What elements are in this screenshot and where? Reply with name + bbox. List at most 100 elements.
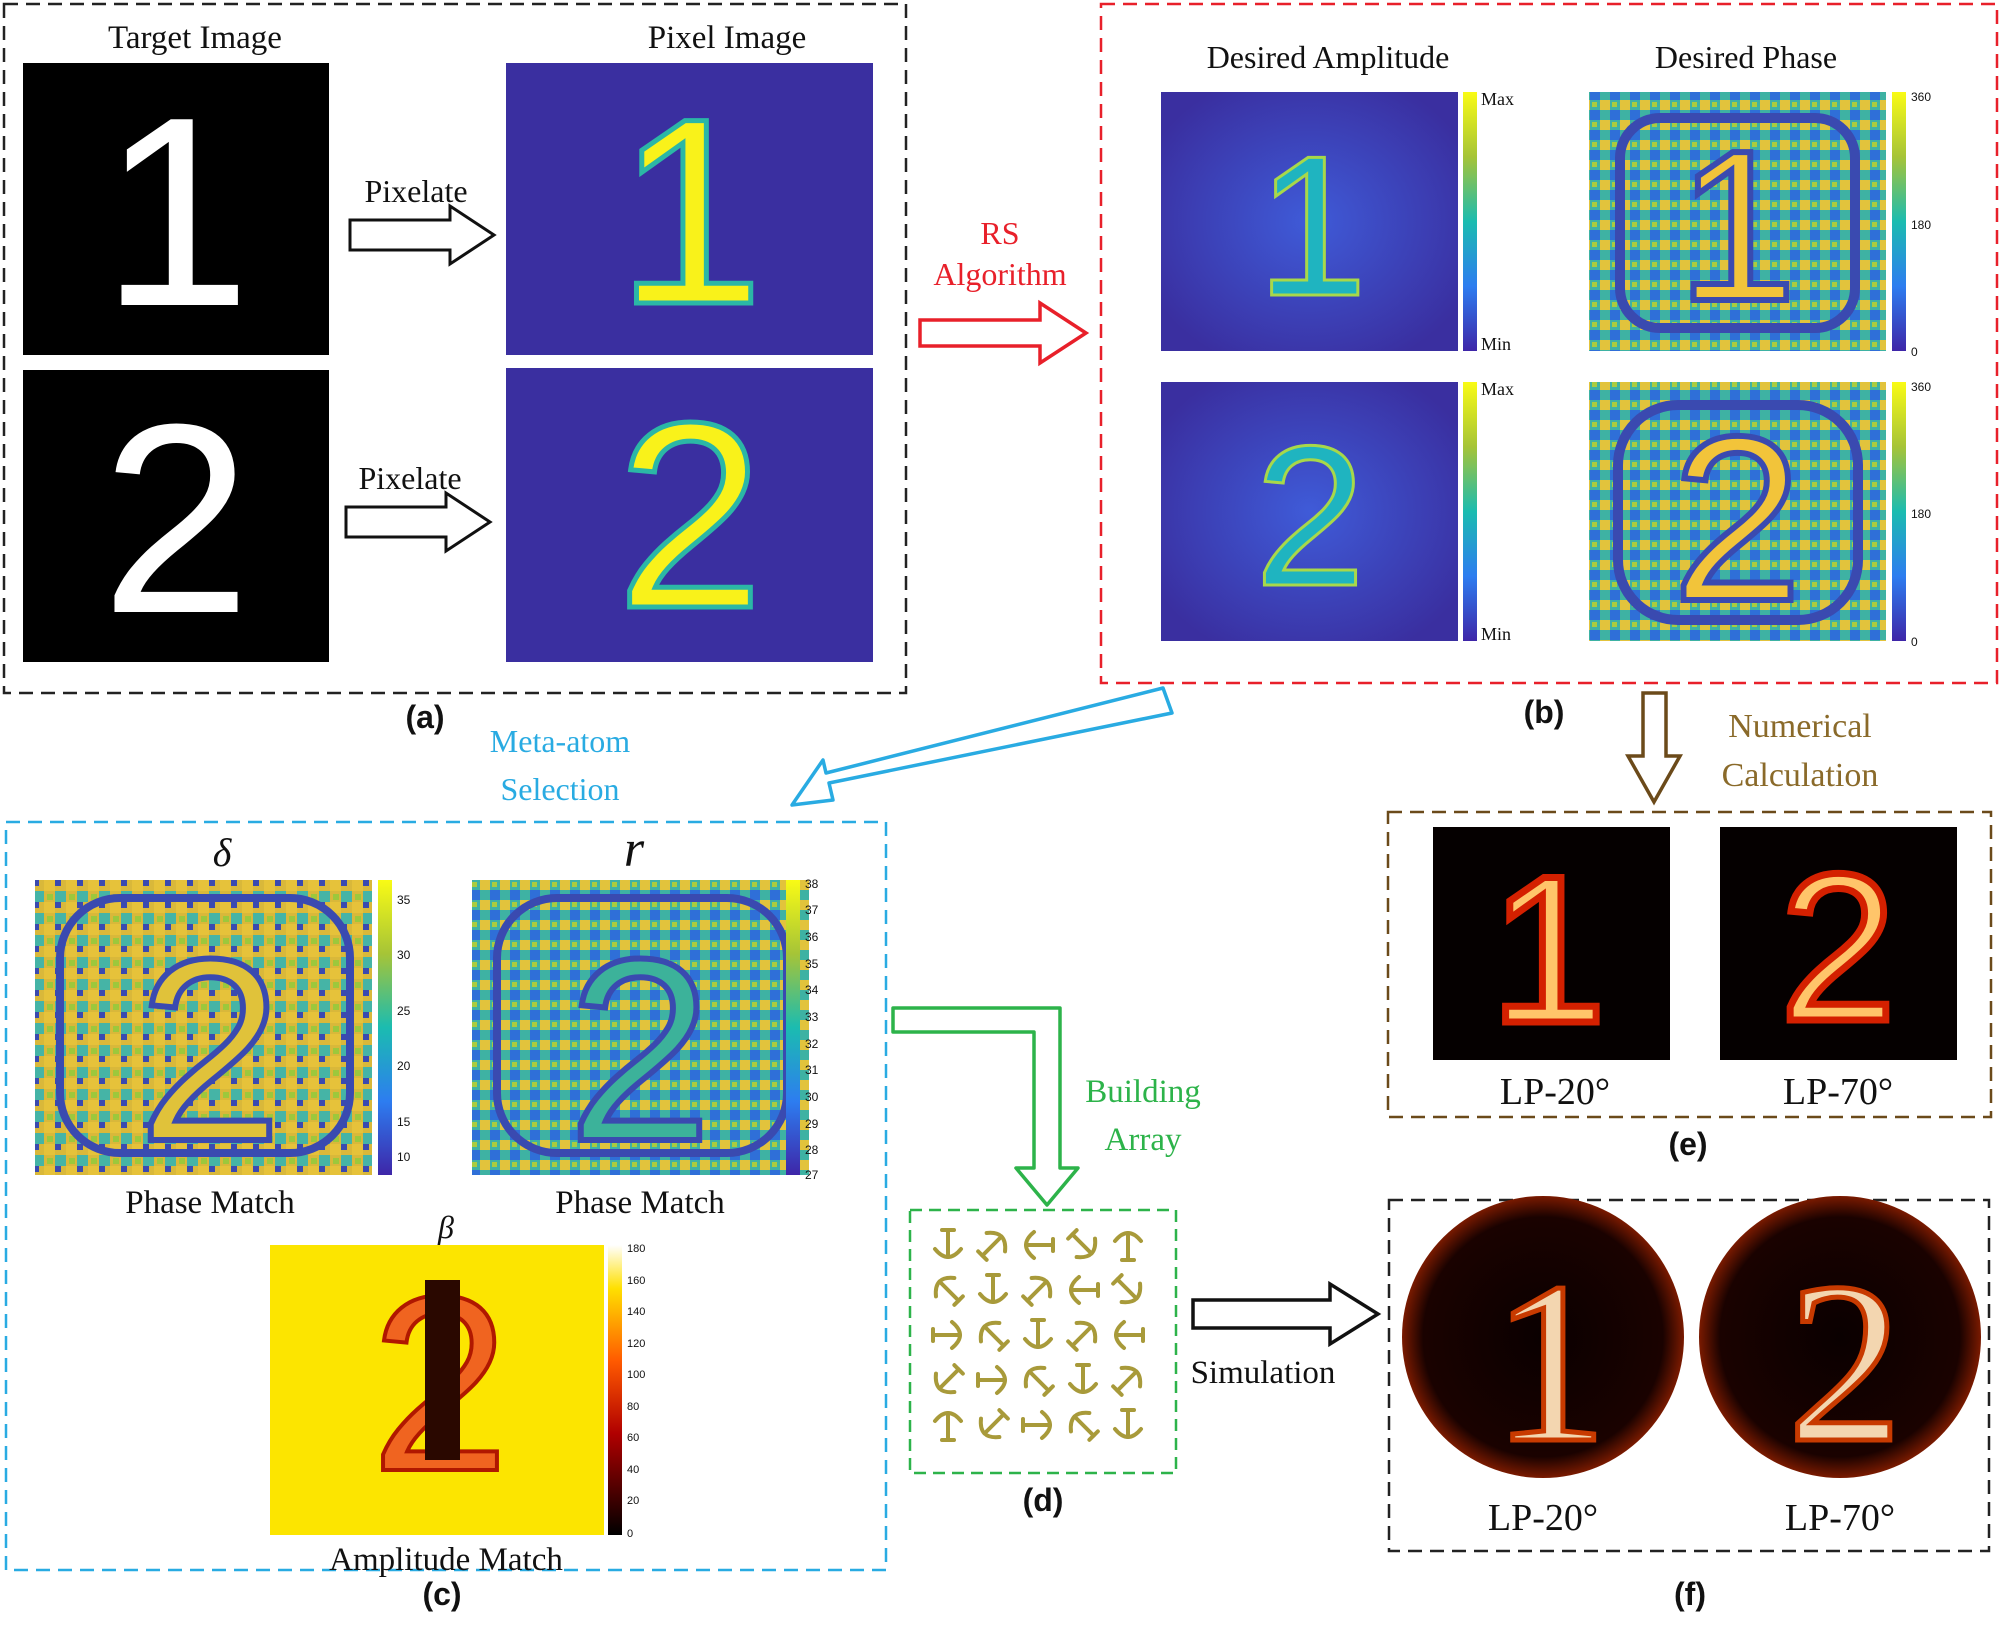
- phase-digit-2: 2: [1672, 387, 1803, 650]
- svg-text:38: 38: [805, 877, 819, 891]
- meta-atom-cell: [1024, 1230, 1055, 1260]
- meta-atom-cell: [1113, 1408, 1143, 1439]
- desired-amplitude-image-2: [1161, 382, 1458, 641]
- meta-atom-cell: [1111, 1273, 1143, 1305]
- e-lp20-label: LP-20°: [1500, 1071, 1610, 1113]
- target-image-title: Target Image: [108, 20, 282, 56]
- meta-atom-cell: [1114, 1320, 1145, 1350]
- simulation-image-lp20: [1402, 1196, 1684, 1478]
- svg-text:32: 32: [805, 1037, 819, 1051]
- beta-symbol: β: [437, 1209, 454, 1245]
- svg-text:100: 100: [627, 1369, 645, 1381]
- target-image-1: [23, 63, 329, 355]
- numerical-digit-1: 1: [1490, 832, 1607, 1067]
- svg-text:180: 180: [627, 1243, 645, 1255]
- rs-algorithm-arrow: [918, 299, 1090, 367]
- meta-atom-cell: [931, 1320, 962, 1350]
- phase-colorbar-2: [1892, 382, 1906, 641]
- svg-text:27: 27: [805, 1168, 819, 1182]
- panel-c-label: (c): [422, 1576, 461, 1612]
- f-lp20-label: LP-20°: [1488, 1497, 1598, 1539]
- pixel-image-2: [506, 368, 873, 662]
- amplitude-colorbar-1: [1463, 92, 1477, 351]
- svg-text:0: 0: [627, 1528, 633, 1540]
- svg-text:140: 140: [627, 1306, 645, 1318]
- f-lp70-label: LP-70°: [1785, 1497, 1895, 1539]
- phase-tick-180-2: 180: [1911, 507, 1931, 521]
- target-image-2: [23, 370, 329, 662]
- svg-text:30: 30: [805, 1090, 819, 1104]
- simulation-digit-2: 2: [1788, 1235, 1903, 1490]
- svg-text:10: 10: [397, 1150, 411, 1164]
- r-ticks: 38 37 36 35 34 33 32 31 30 29 28 27: [805, 877, 819, 1182]
- numerical-label-line2: Calculation: [1722, 757, 1879, 794]
- svg-text:34: 34: [805, 983, 819, 997]
- meta-atom-cell: [933, 1363, 965, 1395]
- meta-atom-cell: [1113, 1231, 1143, 1262]
- pixel-image-title: Pixel Image: [648, 20, 807, 56]
- svg-text:80: 80: [627, 1401, 639, 1413]
- r-symbol: r: [624, 821, 645, 878]
- panel-b-border: [1099, 2, 1999, 685]
- pixelate-arrow-2: [344, 490, 493, 554]
- amplitude-max-label-2: Max: [1481, 379, 1514, 399]
- target-digit-1: 1: [101, 62, 251, 363]
- svg-text:25: 25: [397, 1004, 411, 1018]
- panel-b-label: (b): [1524, 694, 1565, 730]
- amplitude-min-label-1: Min: [1481, 334, 1511, 354]
- meta-atom-cell: [1023, 1365, 1055, 1397]
- numerical-label-line1: Numerical: [1728, 708, 1872, 745]
- delta-colorbar: [378, 880, 392, 1175]
- simulation-arrow: [1191, 1280, 1382, 1348]
- beta-colorbar: [608, 1245, 622, 1535]
- svg-text:36: 36: [805, 930, 819, 944]
- simulation-label: Simulation: [1191, 1355, 1336, 1391]
- panel-e-label: (e): [1668, 1126, 1707, 1162]
- desired-amplitude-title: Desired Amplitude: [1207, 39, 1450, 75]
- meta-atom-cell: [978, 1408, 1010, 1440]
- pixelate-label-2: Pixelate: [358, 460, 461, 496]
- meta-atom-cell: [976, 1365, 1007, 1395]
- phase-tick-0-1: 0: [1911, 345, 1918, 359]
- panel-e-border: [1386, 810, 1993, 1119]
- phase-tick-360-2: 360: [1911, 380, 1931, 394]
- meta-atom-cell: [1111, 1365, 1143, 1397]
- svg-text:15: 15: [397, 1115, 411, 1129]
- phase-tick-360-1: 360: [1911, 90, 1931, 104]
- panel-d-border: [908, 1208, 1178, 1475]
- target-digit-2: 2: [101, 369, 251, 670]
- meta-atom-cell: [1066, 1320, 1098, 1352]
- panel-a-border: [2, 2, 908, 695]
- meta-atom-cell: [1021, 1275, 1053, 1307]
- phase-match-label-1: Phase Match: [125, 1185, 295, 1221]
- beta-ticks: 180 160 140 120 100 80 60 40 20 0: [627, 1243, 645, 1540]
- meta-atom-cell: [1068, 1410, 1100, 1442]
- amplitude-min-label-2: Min: [1481, 624, 1511, 644]
- svg-text:40: 40: [627, 1464, 639, 1476]
- meta-atom-cell: [976, 1230, 1008, 1262]
- svg-text:31: 31: [805, 1063, 819, 1077]
- phase-colorbar-1: [1892, 92, 1906, 351]
- rs-label-line1: RS: [980, 215, 1019, 251]
- r-colorbar: [786, 880, 800, 1175]
- simulation-digit-1: 1: [1493, 1235, 1608, 1490]
- desired-phase-image-1: [1589, 92, 1886, 351]
- building-array-arrow: [891, 1006, 1080, 1207]
- r-digit: 2: [568, 906, 713, 1196]
- building-label-line1: Building: [1085, 1074, 1201, 1110]
- delta-symbol: δ: [213, 830, 233, 875]
- phase-tick-180-1: 180: [1911, 218, 1931, 232]
- delta-ticks: 35 30 25 20 15 10: [397, 893, 411, 1164]
- meta-atom-cell: [1023, 1318, 1053, 1349]
- svg-text:35: 35: [397, 893, 411, 907]
- meta-atom-array: [931, 1228, 1145, 1442]
- meta-atom-selection-arrow: [790, 686, 1174, 807]
- delta-map: [35, 880, 372, 1175]
- pixelate-label-1: Pixelate: [364, 173, 467, 209]
- amplitude-digit-2: 2: [1254, 405, 1365, 628]
- numerical-digit-2: 2: [1780, 830, 1897, 1065]
- numerical-calculation-arrow: [1625, 691, 1683, 806]
- simulation-image-lp70: [1699, 1196, 1981, 1478]
- svg-text:20: 20: [397, 1059, 411, 1073]
